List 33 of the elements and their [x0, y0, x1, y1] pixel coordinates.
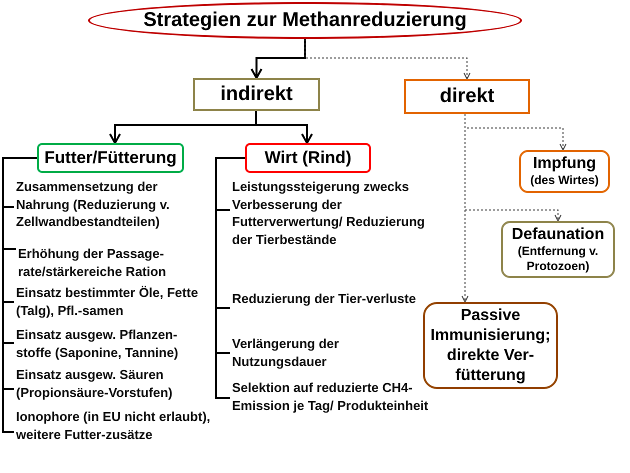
arrow — [304, 38, 470, 80]
category-box — [404, 79, 530, 114]
node-title: Wirt (Rind) — [264, 148, 352, 168]
method-box — [519, 150, 610, 193]
list-item-text: Zusammensetzung der Nahrung (Reduzierung v. Zellwandbestandteilen) — [16, 178, 212, 238]
list-item-text: Einsatz ausgew. Pflanzen-stoffe (Saponine, Tannine) — [16, 326, 212, 362]
node-subtitle: (des Wirtes) — [530, 173, 599, 188]
node-title: Strategien zur Methanreduzierung — [143, 9, 467, 32]
list-item-text: Einsatz ausgew. Säuren (Propionsäure-Vorstufen) — [16, 366, 212, 402]
group-box — [37, 143, 184, 173]
list-item-text: Verlängerung der Nutzungsdauer — [232, 335, 432, 371]
list-item-text: Einsatz bestimmter Öle, Fette (Talg), Pfl.-samen — [16, 284, 212, 320]
node-title: direkt — [440, 85, 494, 108]
list-item-text: Ionophore (in EU nicht erlaubt), weitere Futter-zusätze — [16, 408, 212, 464]
arrow — [255, 111, 313, 144]
group-box — [245, 143, 371, 173]
category-box — [193, 78, 320, 111]
node-title: indirekt — [220, 83, 293, 106]
list-item-text: Reduzierung der Tier-verluste — [232, 290, 432, 326]
arrow — [462, 114, 468, 302]
method-box — [423, 302, 558, 389]
arrow — [250, 39, 306, 79]
list-item-text: Selektion auf reduzierte CH4-Emission je Tag/ Produkteinheit — [232, 379, 432, 435]
node-title: Defaunation — [512, 226, 604, 244]
node-title: Futter/Fütterung — [44, 148, 177, 168]
bracket-connector — [2, 157, 37, 433]
node-title: Impfung — [532, 155, 596, 173]
node-title: Passive Immunisierung; direkte Ver-fütterung — [429, 306, 552, 386]
method-box — [501, 221, 615, 278]
list-item-text: Erhöhung der Passage-rate/stärkereiche Ration — [18, 245, 212, 281]
bracket-connector — [215, 157, 245, 399]
node-subtitle: (Entfernung v. Protozoen) — [516, 244, 600, 274]
list-item-text: Leistungssteigerung zwecks Verbesserung der Futterverwertung/ Reduzierung der Tierbestände — [232, 178, 432, 268]
